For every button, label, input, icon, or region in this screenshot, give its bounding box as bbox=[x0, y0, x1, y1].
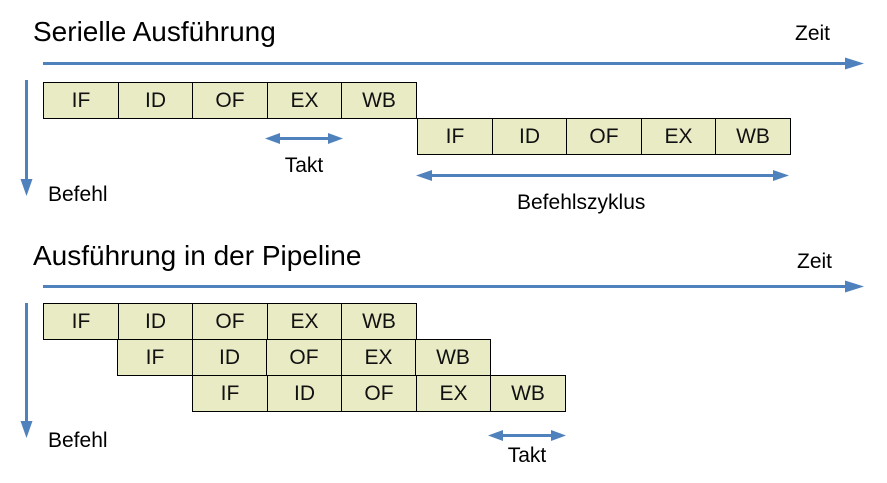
stage-cell-if: IF bbox=[117, 339, 193, 376]
serial-instruction-axis-label: Befehl bbox=[48, 183, 108, 206]
pipeline-instruction2-row: IF ID OF EX WB bbox=[117, 339, 491, 376]
stage-cell-if: IF bbox=[43, 82, 119, 119]
pipeline-instruction1-row: IF ID OF EX WB bbox=[43, 303, 417, 340]
serial-instruction-axis-down-arrow-icon bbox=[20, 80, 33, 196]
serial-section-title: Serielle Ausführung bbox=[33, 16, 276, 47]
stage-cell-ex: EX bbox=[266, 82, 343, 119]
pipeline-time-axis-right-arrow-icon bbox=[43, 280, 864, 293]
pipeline-takt-label: Takt bbox=[507, 444, 547, 467]
stage-cell-wb: WB bbox=[341, 82, 417, 119]
pipeline-instruction-axis-label: Befehl bbox=[48, 429, 108, 452]
stage-cell-of: OF bbox=[266, 339, 342, 376]
stage-cell-id: ID bbox=[266, 375, 343, 412]
stage-cell-of: OF bbox=[192, 303, 268, 340]
serial-time-axis-label: Zeit bbox=[795, 22, 831, 45]
serial-instruction2-row: IF ID OF EX WB bbox=[417, 118, 791, 155]
serial-instruction1-row: IF ID OF EX WB bbox=[43, 82, 417, 119]
stage-cell-if: IF bbox=[192, 375, 268, 412]
stage-cell-ex: EX bbox=[340, 339, 417, 376]
pipeline-section-title: Ausführung in der Pipeline bbox=[33, 240, 362, 271]
befehlszyklus-double-headed-arrow-icon bbox=[416, 170, 789, 181]
stage-cell-of: OF bbox=[341, 375, 417, 412]
stage-cell-id: ID bbox=[191, 339, 268, 376]
serial-takt-double-headed-arrow-icon bbox=[265, 133, 343, 144]
stage-cell-of: OF bbox=[566, 118, 642, 155]
pipeline-instruction3-row: IF ID OF EX WB bbox=[192, 375, 566, 412]
stage-cell-if: IF bbox=[417, 118, 493, 155]
stage-cell-of: OF bbox=[192, 82, 268, 119]
stage-cell-id: ID bbox=[491, 118, 568, 155]
stage-cell-id: ID bbox=[117, 303, 194, 340]
stage-cell-if: IF bbox=[43, 303, 119, 340]
befehlszyklus-label: Befehlszyklus bbox=[517, 191, 646, 214]
stage-cell-ex: EX bbox=[640, 118, 717, 155]
stage-cell-ex: EX bbox=[266, 303, 343, 340]
serial-takt-label: Takt bbox=[284, 154, 324, 177]
stage-cell-wb: WB bbox=[715, 118, 791, 155]
pipeline-time-axis-label: Zeit bbox=[797, 250, 833, 273]
pipeline-takt-double-headed-arrow-icon bbox=[488, 430, 566, 441]
serial-time-axis-right-arrow-icon bbox=[43, 57, 864, 70]
stage-cell-wb: WB bbox=[490, 375, 566, 412]
stage-cell-ex: EX bbox=[415, 375, 492, 412]
stage-cell-wb: WB bbox=[341, 303, 417, 340]
stage-cell-id: ID bbox=[117, 82, 194, 119]
pipeline-instruction-axis-down-arrow-icon bbox=[20, 303, 33, 438]
stage-cell-wb: WB bbox=[415, 339, 491, 376]
